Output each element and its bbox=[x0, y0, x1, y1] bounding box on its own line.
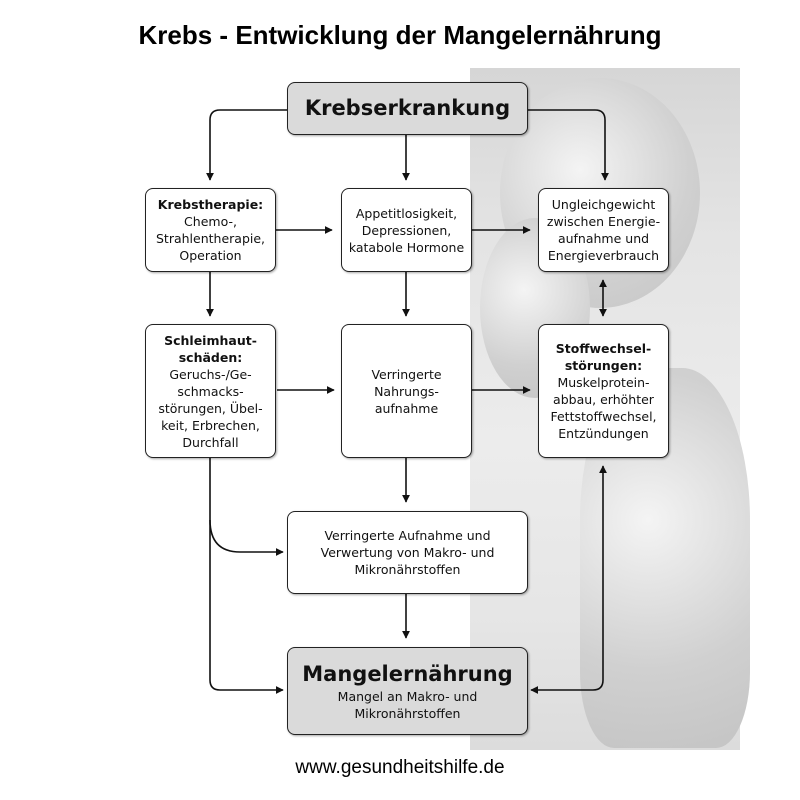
node-heading: störungen: bbox=[564, 358, 643, 373]
node-line: aufnahme bbox=[374, 400, 439, 416]
node-line: Muskelprotein- bbox=[557, 375, 650, 390]
page-title: Krebs - Entwicklung der Mangelernährung bbox=[138, 20, 662, 50]
node-line: Strahlentherapie, bbox=[155, 231, 266, 246]
node-line: zwischen Energie- bbox=[546, 214, 661, 229]
node-appetit: Appetitlosigkeit, Depressionen, katabole… bbox=[341, 188, 472, 272]
edge-krebserkrankung-ungleichgewicht bbox=[527, 109, 609, 181]
node-ungleichgewicht: Ungleichgewicht zwischen Energie- aufnah… bbox=[538, 188, 669, 272]
node-line: Ungleichgewicht bbox=[551, 197, 656, 212]
node-line: Verwertung von Makro- und bbox=[320, 545, 495, 560]
footer-url: www.gesundheitshilfe.de bbox=[295, 757, 505, 778]
node-line: Chemo-, bbox=[184, 214, 237, 229]
node-line: Mangel an Makro- und bbox=[337, 688, 478, 704]
node-line: Appetitlosigkeit, bbox=[355, 205, 458, 221]
node-line: Entzündungen bbox=[558, 426, 649, 441]
node-heading: Schleimhaut- bbox=[164, 332, 257, 348]
node-line: Verringerte bbox=[371, 366, 442, 382]
node-krebstherapie: Krebstherapie: Chemo-, Strahlentherapie,… bbox=[145, 188, 276, 272]
edge-schleimhaut-aufnahme bbox=[209, 458, 284, 556]
node-heading: schäden: bbox=[178, 349, 243, 365]
node-line: Durchfall bbox=[182, 434, 239, 450]
node-heading: Stoffwechsel- bbox=[555, 341, 652, 356]
node-line: katabole Hormone bbox=[348, 239, 465, 255]
node-line: Mikronährstoffen bbox=[354, 705, 461, 721]
node-aufnahme: Verringerte Aufnahme und Verwertung von … bbox=[287, 511, 528, 594]
node-nahrung: Verringerte Nahrungs- aufnahme bbox=[341, 324, 472, 458]
node-line: Fettstoffwechsel, bbox=[550, 409, 657, 424]
node-line: Mikronährstoffen bbox=[354, 562, 461, 577]
node-line: schmacks- bbox=[177, 383, 244, 399]
node-schleimhaut: Schleimhaut- schäden: Geruchs-/Ge- schma… bbox=[145, 324, 276, 458]
node-stoffwechsel: Stoffwechsel- störungen: Muskelprotein- … bbox=[538, 324, 669, 458]
node-line: Geruchs-/Ge- bbox=[169, 366, 252, 382]
node-label: Krebserkrankung bbox=[304, 96, 511, 120]
node-line: Depressionen, bbox=[361, 222, 452, 238]
node-label: Mangelernährung bbox=[302, 661, 513, 686]
node-line: störungen, Übel- bbox=[158, 400, 263, 416]
node-line: keit, Erbrechen, bbox=[161, 417, 260, 433]
edge-schleimhaut-mangel bbox=[209, 520, 284, 694]
node-line: Energieverbrauch bbox=[547, 248, 660, 263]
edge-krebserkrankung-krebstherapie bbox=[206, 109, 288, 181]
node-mangelernaehrung: Mangelernährung Mangel an Makro- und Mik… bbox=[287, 647, 528, 735]
node-heading: Krebstherapie: bbox=[157, 197, 264, 212]
node-line: Operation bbox=[179, 248, 242, 263]
node-line: abbau, erhöhter bbox=[553, 392, 654, 407]
node-line: aufnahme und bbox=[557, 231, 650, 246]
node-line: Nahrungs- bbox=[374, 383, 439, 399]
edge-stoffwechsel-mangel bbox=[530, 465, 607, 694]
node-krebserkrankung: Krebserkrankung bbox=[287, 82, 528, 135]
node-line: Verringerte Aufnahme und bbox=[324, 528, 491, 543]
